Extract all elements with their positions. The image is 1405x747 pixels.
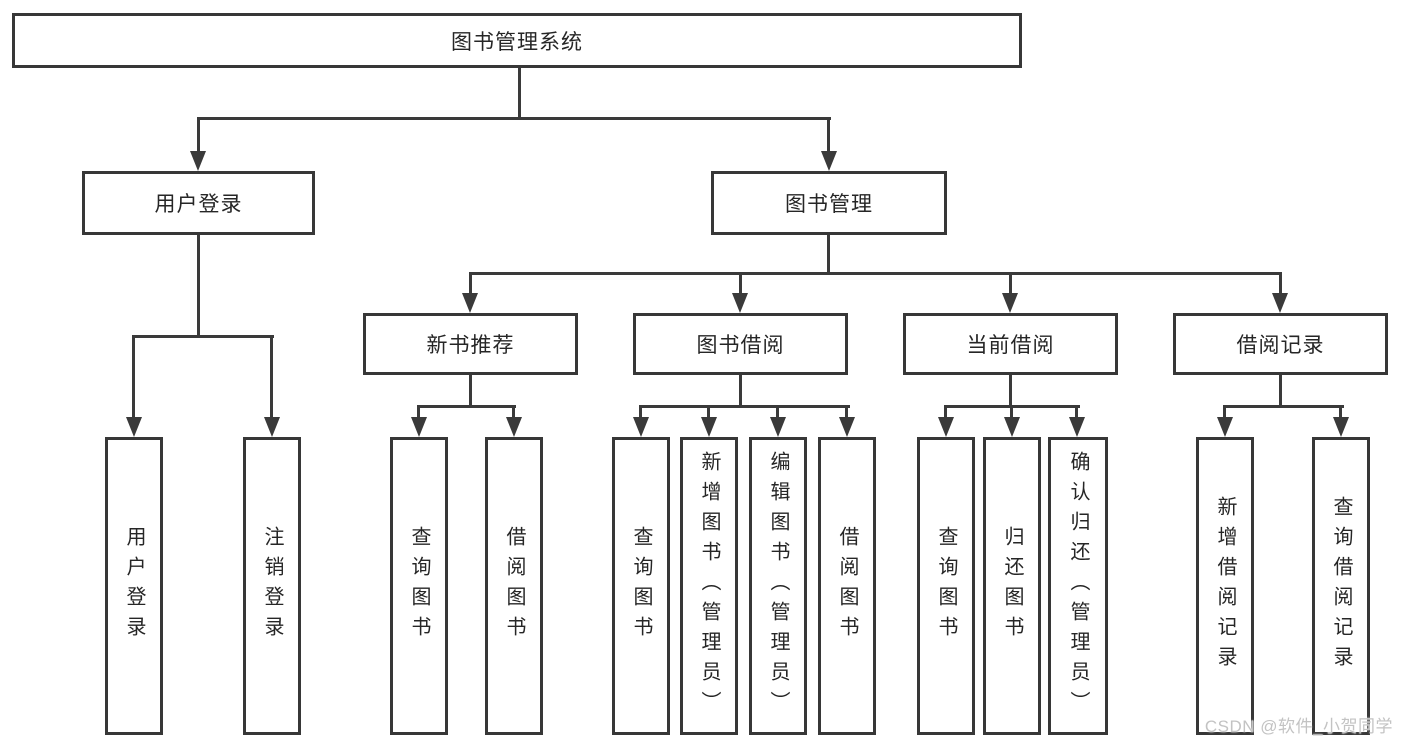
arrowhead-leaf xyxy=(1333,417,1349,437)
connector-drop-leaf xyxy=(707,405,710,420)
arrowhead-leaf xyxy=(1217,417,1233,437)
leaf-query-books-borrow: 查询图书 xyxy=(612,437,670,735)
node-borrow-records: 借阅记录 xyxy=(1173,313,1388,375)
node-new-book-recommend-label: 新书推荐 xyxy=(426,334,515,357)
connector-current-borrow-stem xyxy=(1009,375,1012,408)
arrowhead-leaf xyxy=(1069,417,1085,437)
connector-user-login-stem xyxy=(197,235,200,338)
leaf-borrow-books-label: 借阅图书 xyxy=(836,526,858,646)
connector-book-management-stem xyxy=(827,235,830,275)
leaf-return-books: 归还图书 xyxy=(983,437,1041,735)
leaf-return-books-label: 归还图书 xyxy=(1001,526,1023,646)
leaf-user-login-label: 用户登录 xyxy=(123,526,145,646)
connector-book-management-split xyxy=(469,272,1282,275)
arrowhead-leaf xyxy=(506,417,522,437)
leaf-borrow-books-recommend: 借阅图书 xyxy=(485,437,543,735)
leaf-user-login: 用户登录 xyxy=(105,437,163,735)
leaf-query-books-borrow-label: 查询图书 xyxy=(630,526,652,646)
connector-drop-user-login xyxy=(197,117,200,153)
connector-drop-leaf xyxy=(845,405,848,420)
arrowhead-leaf-user-login xyxy=(126,417,142,437)
node-book-borrow: 图书借阅 xyxy=(633,313,848,375)
connector-drop-leaf xyxy=(776,405,779,420)
connector-new-book-recommend-split xyxy=(417,405,516,408)
arrowhead-leaf xyxy=(938,417,954,437)
leaf-borrow-books: 借阅图书 xyxy=(818,437,876,735)
connector-drop-leaf xyxy=(639,405,642,420)
node-new-book-recommend: 新书推荐 xyxy=(363,313,578,375)
arrowhead-new-book-recommend xyxy=(462,293,478,313)
connector-drop-leaf xyxy=(1223,405,1226,420)
connector-root-stem xyxy=(518,68,521,118)
arrowhead-book-management xyxy=(821,151,837,171)
node-user-login-label: 用户登录 xyxy=(154,193,243,216)
arrowhead-leaf xyxy=(839,417,855,437)
node-book-management-label: 图书管理 xyxy=(785,193,873,216)
leaf-logout: 注销登录 xyxy=(243,437,301,735)
arrowhead-leaf-logout xyxy=(264,417,280,437)
connector-drop-leaf-logout xyxy=(270,335,273,420)
connector-borrow-records-stem xyxy=(1279,375,1282,408)
leaf-query-books-current: 查询图书 xyxy=(917,437,975,735)
node-current-borrow-label: 当前借阅 xyxy=(966,334,1055,357)
connector-borrow-records-split xyxy=(1223,405,1344,408)
connector-drop-leaf xyxy=(1075,405,1078,420)
arrowhead-borrow-records xyxy=(1272,293,1288,313)
connector-root-split xyxy=(197,117,831,120)
arrowhead-leaf xyxy=(411,417,427,437)
node-current-borrow: 当前借阅 xyxy=(903,313,1118,375)
leaf-edit-books-admin: 编辑图书（管理员） xyxy=(749,437,807,735)
leaf-query-books-recommend: 查询图书 xyxy=(390,437,448,735)
leaf-query-books-current-label: 查询图书 xyxy=(935,526,957,646)
connector-drop-book-management xyxy=(827,117,830,153)
leaf-query-borrow-record: 查询借阅记录 xyxy=(1312,437,1370,735)
connector-book-borrow-split xyxy=(639,405,850,408)
node-book-management: 图书管理 xyxy=(711,171,947,235)
leaf-add-books-admin-label: 新增图书（管理员） xyxy=(698,451,720,721)
csdn-watermark: CSDN @软件_小贺同学 xyxy=(1204,717,1393,736)
connector-new-book-recommend-stem xyxy=(469,375,472,408)
connector-drop-leaf xyxy=(1339,405,1342,420)
leaf-confirm-return-admin: 确认归还（管理员） xyxy=(1048,437,1108,735)
connector-drop-current-borrow xyxy=(1009,272,1012,296)
leaf-logout-label: 注销登录 xyxy=(261,526,283,646)
connector-drop-leaf xyxy=(512,405,515,420)
leaf-query-books-recommend-label: 查询图书 xyxy=(408,526,430,646)
connector-drop-book-borrow xyxy=(739,272,742,296)
leaf-add-books-admin: 新增图书（管理员） xyxy=(680,437,738,735)
arrowhead-leaf xyxy=(633,417,649,437)
connector-user-login-split xyxy=(132,335,274,338)
node-root-label: 图书管理系统 xyxy=(451,30,583,54)
arrowhead-current-borrow xyxy=(1002,293,1018,313)
node-user-login: 用户登录 xyxy=(82,171,315,235)
arrowhead-book-borrow xyxy=(732,293,748,313)
connector-drop-leaf xyxy=(1010,405,1013,420)
node-book-borrow-label: 图书借阅 xyxy=(696,334,785,357)
leaf-add-borrow-record-label: 新增借阅记录 xyxy=(1214,496,1236,676)
arrowhead-leaf xyxy=(770,417,786,437)
leaf-add-borrow-record: 新增借阅记录 xyxy=(1196,437,1254,735)
arrowhead-user-login xyxy=(190,151,206,171)
connector-book-borrow-stem xyxy=(739,375,742,408)
connector-drop-leaf-user-login xyxy=(132,335,135,420)
connector-drop-leaf xyxy=(417,405,420,420)
connector-drop-leaf xyxy=(944,405,947,420)
node-borrow-records-label: 借阅记录 xyxy=(1236,334,1325,357)
arrowhead-leaf xyxy=(701,417,717,437)
leaf-query-borrow-record-label: 查询借阅记录 xyxy=(1330,496,1352,676)
leaf-confirm-return-admin-label: 确认归还（管理员） xyxy=(1067,451,1089,721)
node-root: 图书管理系统 xyxy=(12,13,1022,68)
connector-drop-borrow-records xyxy=(1279,272,1282,296)
leaf-borrow-books-recommend-label: 借阅图书 xyxy=(503,526,525,646)
leaf-edit-books-admin-label: 编辑图书（管理员） xyxy=(767,451,789,721)
connector-drop-new-book-recommend xyxy=(469,272,472,296)
arrowhead-leaf xyxy=(1004,417,1020,437)
